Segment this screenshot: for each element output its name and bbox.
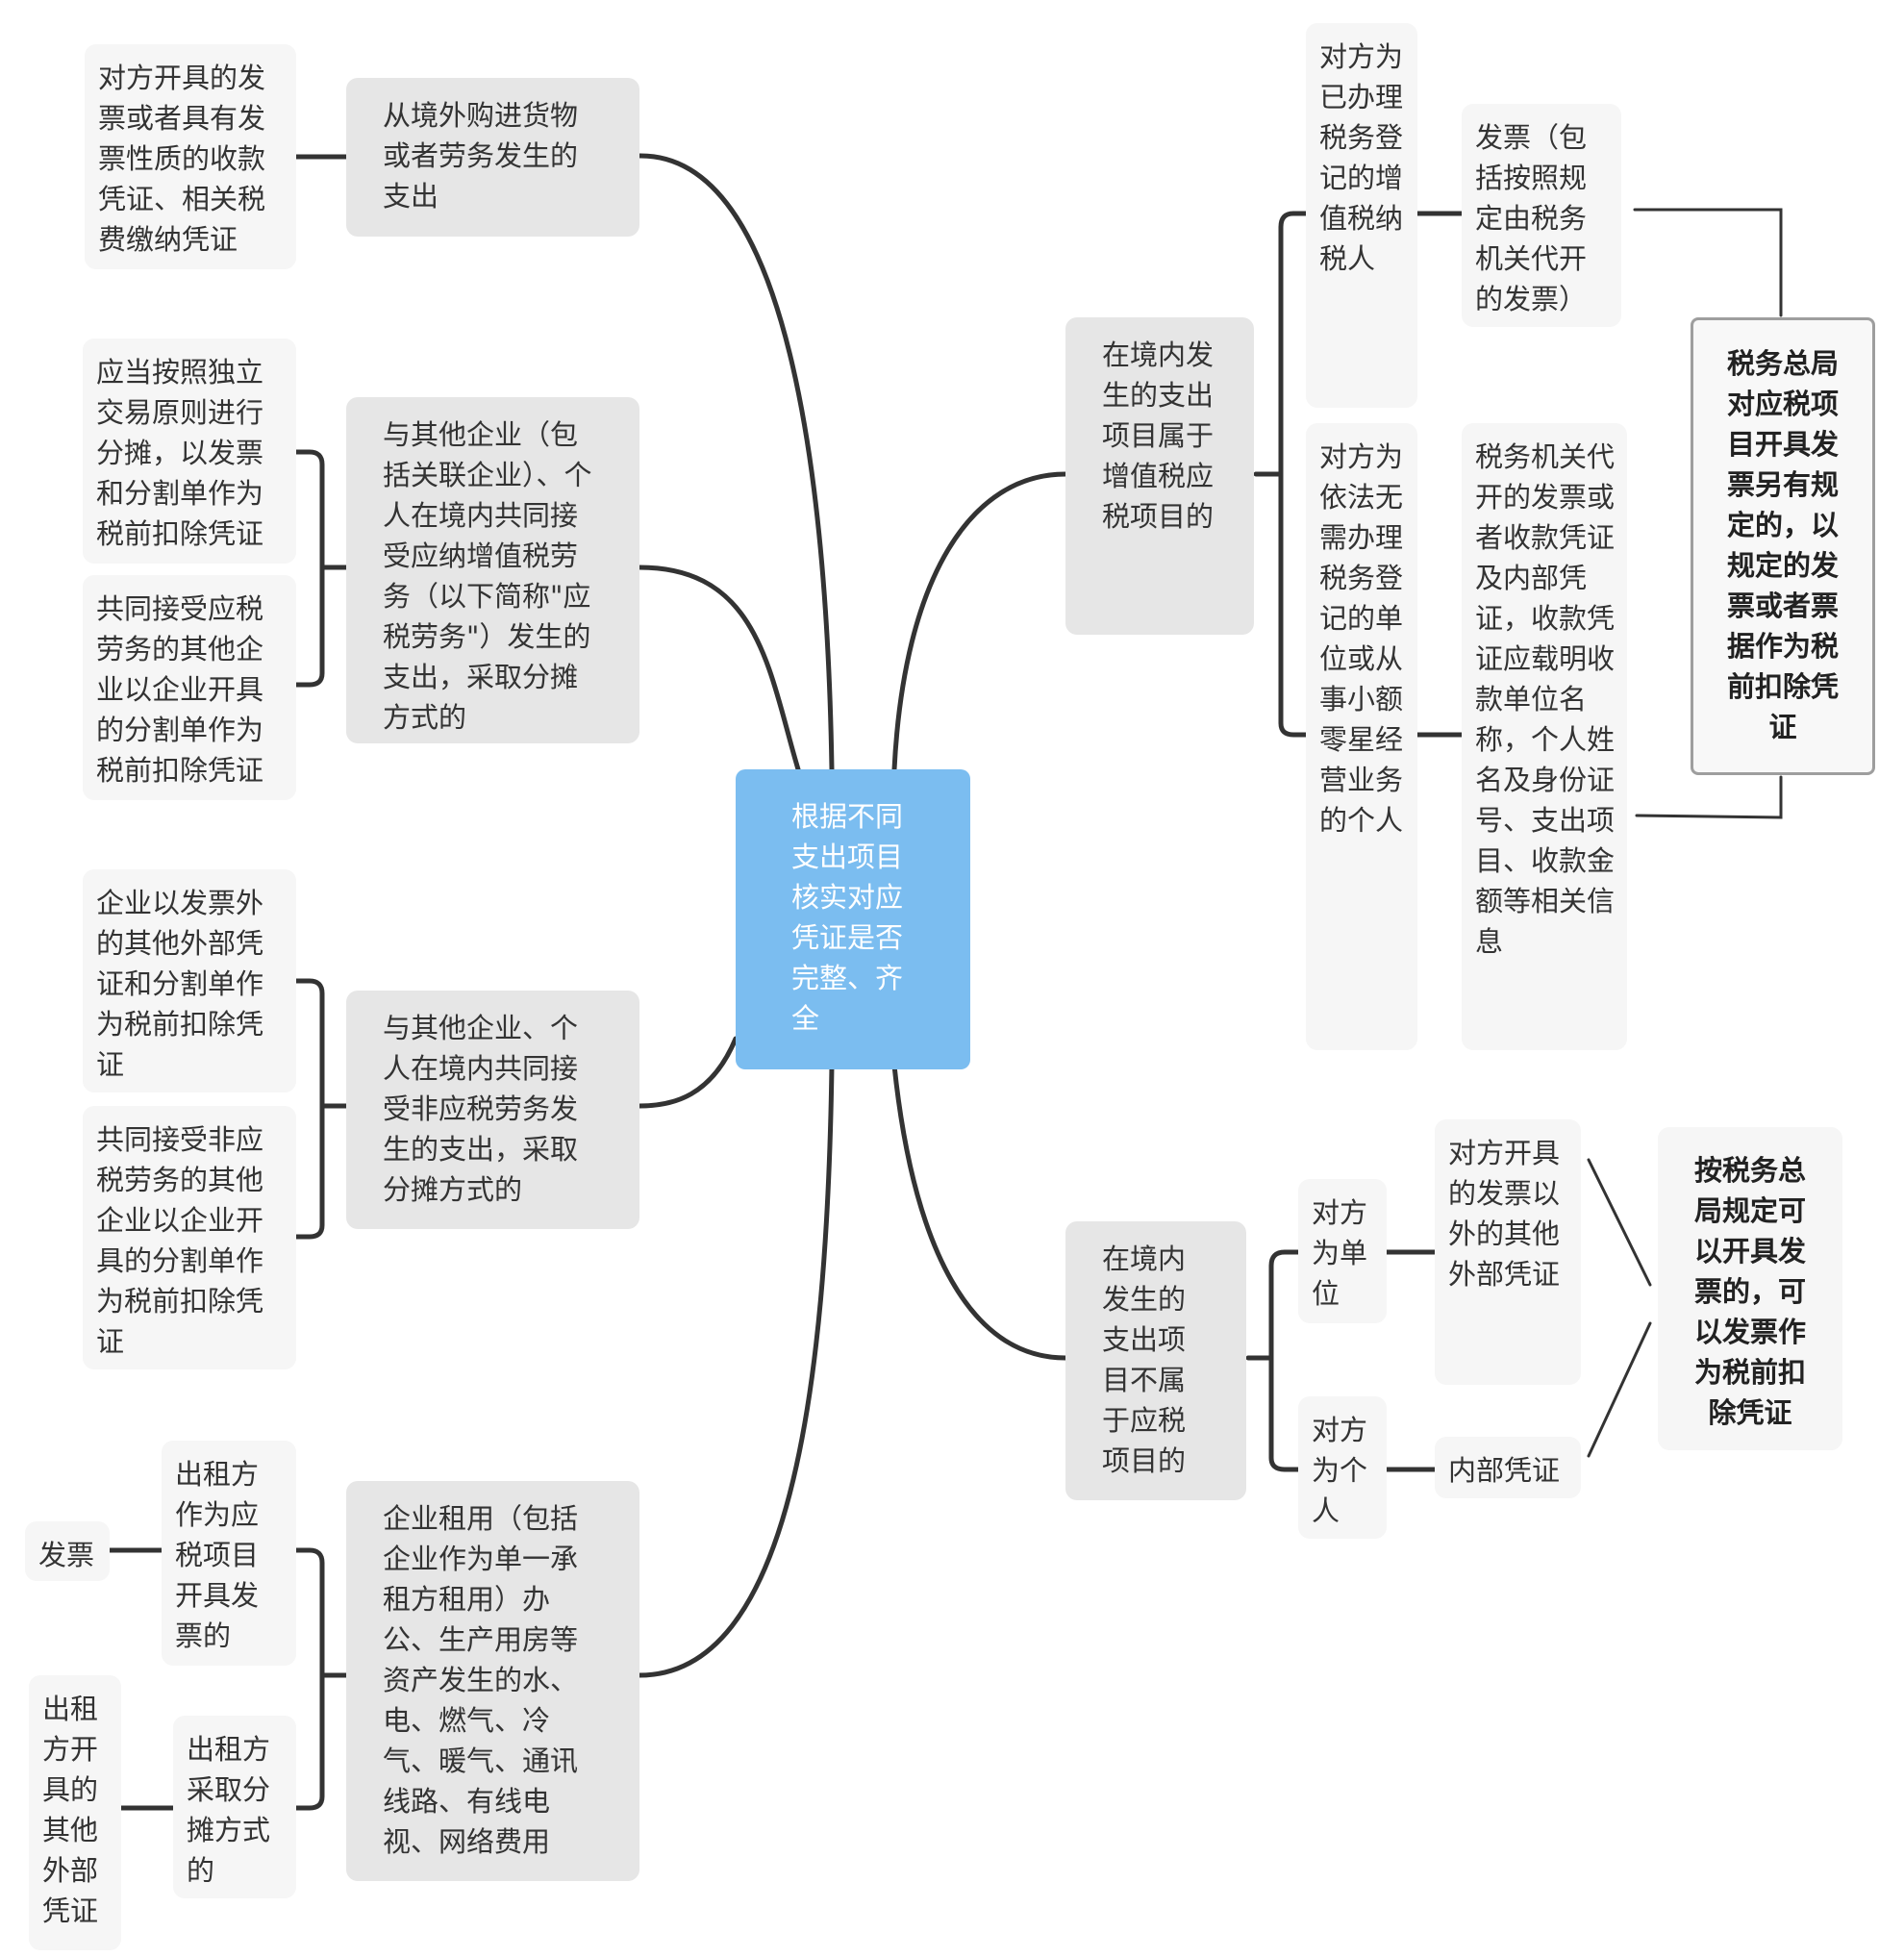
bracket-left-b2 [293, 449, 349, 688]
left-branch-1-leaf-text: 对方开具的发票或者具有发票性质的收款凭证、相关税费缴纳凭证 [98, 62, 266, 256]
link-right-b1-note-top [1633, 208, 1783, 317]
left-branch-1[interactable]: 从境外购进货物或者劳务发生的支出 [346, 78, 639, 237]
right-branch-2-note-text: 按税务总局规定可以开具发票的，可以发票作为税前扣除凭证 [1693, 1154, 1806, 1429]
left-branch-4-sub-1-text: 出租方作为应税项目开具发票的 [175, 1458, 260, 1652]
left-branch-3-leaf-1[interactable]: 企业以发票外的其他外部凭证和分割单作为税前扣除凭证 [83, 869, 296, 1092]
link-right-b2-note-bottom [1587, 1321, 1652, 1458]
left-branch-4-sub-2[interactable]: 出租方采取分摊方式的 [173, 1716, 296, 1898]
bracket-right-b1 [1253, 211, 1309, 738]
left-branch-3[interactable]: 与其他企业、个人在境内共同接受非应税劳务发生的支出，采取分摊方式的 [346, 991, 639, 1229]
link-root-left-b1 [637, 153, 835, 772]
left-branch-4-sub-2-leaf[interactable]: 出租方开具的其他外部凭证 [29, 1675, 121, 1950]
right-branch-2-note[interactable]: 按税务总局规定可以开具发票的，可以发票作为税前扣除凭证 [1658, 1127, 1842, 1450]
left-branch-2-leaf-1-text: 应当按照独立交易原则进行分摊，以发票和分割单作为税前扣除凭证 [96, 356, 264, 550]
right-branch-2-sub-1-leaf-text: 对方开具的发票以外的其他外部凭证 [1448, 1137, 1561, 1291]
left-branch-2[interactable]: 与其他企业（包括关联企业）、个人在境内共同接受应纳增值税劳务（以下简称"应税劳务… [346, 397, 639, 743]
left-branch-4-sub-1-leaf-text: 发票 [38, 1539, 95, 1571]
link-right-b1-note-bottom [1635, 775, 1783, 819]
left-branch-2-leaf-1[interactable]: 应当按照独立交易原则进行分摊，以发票和分割单作为税前扣除凭证 [83, 339, 296, 564]
left-branch-2-leaf-2[interactable]: 共同接受应税劳务的其他企业以企业开具的分割单作为税前扣除凭证 [83, 575, 296, 800]
right-branch-1-sub-1-text: 对方为已办理税务登记的增值税纳税人 [1319, 40, 1404, 275]
left-branch-2-leaf-2-text: 共同接受应税劳务的其他企业以企业开具的分割单作为税前扣除凭证 [96, 592, 264, 787]
left-branch-3-leaf-2[interactable]: 共同接受非应税劳务的其他企业以企业开具的分割单作为税前扣除凭证 [83, 1106, 296, 1369]
right-branch-2-sub-1-leaf[interactable]: 对方开具的发票以外的其他外部凭证 [1435, 1119, 1581, 1385]
left-branch-3-text: 与其他企业、个人在境内共同接受非应税劳务发生的支出，采取分摊方式的 [383, 1012, 579, 1206]
bracket-left-b3 [293, 978, 349, 1240]
right-branch-1-sub-2-leaf-text: 税务机关代开的发票或者收款凭证及内部凭证，收款凭证应载明收款单位名称，个人姓名及… [1475, 440, 1616, 958]
link-root-right-b2 [891, 1063, 1068, 1361]
right-branch-1-sub-2-leaf[interactable]: 税务机关代开的发票或者收款凭证及内部凭证，收款凭证应载明收款单位名称，个人姓名及… [1462, 423, 1627, 1050]
right-branch-2-sub-2-leaf-text: 内部凭证 [1448, 1454, 1561, 1487]
right-branch-1-note-text: 税务总局对应税项目开具发票另有规定的，以规定的发票或者票据作为税前扣除凭证 [1726, 347, 1839, 743]
right-branch-1-note[interactable]: 税务总局对应税项目开具发票另有规定的，以规定的发票或者票据作为税前扣除凭证 [1691, 317, 1875, 775]
left-branch-1-leaf[interactable]: 对方开具的发票或者具有发票性质的收款凭证、相关税费缴纳凭证 [85, 44, 296, 269]
left-branch-2-text: 与其他企业（包括关联企业）、个人在境内共同接受应纳增值税劳务（以下简称"应税劳务… [383, 418, 592, 734]
right-branch-2-sub-1-text: 对方为单位 [1312, 1196, 1368, 1310]
link-root-left-b4 [637, 1063, 835, 1678]
link-root-left-b2 [637, 565, 801, 772]
left-branch-4-sub-1-leaf[interactable]: 发票 [25, 1521, 110, 1581]
left-branch-4-sub-2-text: 出租方采取分摊方式的 [187, 1733, 271, 1887]
right-branch-2-text: 在境内发生的支出项目不属于应税项目的 [1102, 1243, 1187, 1477]
bracket-left-b4 [293, 1547, 349, 1811]
bracket-right-b2 [1245, 1249, 1301, 1472]
link-root-right-b1 [891, 471, 1068, 772]
right-branch-1-sub-1[interactable]: 对方为已办理税务登记的增值税纳税人 [1306, 23, 1417, 408]
link-root-left-b3 [637, 1036, 739, 1109]
right-branch-2-sub-2-text: 对方为个人 [1312, 1414, 1368, 1527]
right-branch-2[interactable]: 在境内发生的支出项目不属于应税项目的 [1065, 1221, 1246, 1500]
right-branch-1-sub-1-leaf[interactable]: 发票（包括按照规定由税务机关代开的发票） [1462, 104, 1621, 327]
right-branch-1-sub-1-leaf-text: 发票（包括按照规定由税务机关代开的发票） [1475, 121, 1588, 315]
link-right-b2-note-top [1587, 1158, 1652, 1287]
right-branch-1-sub-2-text: 对方为依法无需办理税务登记的单位或从事小额零星经营业务的个人 [1319, 440, 1404, 837]
left-branch-4-text: 企业租用（包括企业作为单一承租方租用）办公、生产用房等资产发生的水、电、燃气、冷… [383, 1502, 579, 1858]
left-branch-4-sub-1[interactable]: 出租方作为应税项目开具发票的 [162, 1441, 296, 1666]
left-branch-1-text: 从境外购进货物或者劳务发生的支出 [383, 99, 579, 213]
left-branch-3-leaf-1-text: 企业以发票外的其他外部凭证和分割单作为税前扣除凭证 [96, 887, 264, 1081]
left-branch-4[interactable]: 企业租用（包括企业作为单一承租方租用）办公、生产用房等资产发生的水、电、燃气、冷… [346, 1481, 639, 1881]
right-branch-2-sub-1[interactable]: 对方为单位 [1298, 1179, 1387, 1323]
right-branch-1[interactable]: 在境内发生的支出项目属于增值税应税项目的 [1065, 317, 1254, 635]
right-branch-1-text: 在境内发生的支出项目属于增值税应税项目的 [1102, 339, 1215, 533]
right-branch-2-sub-2[interactable]: 对方为个人 [1298, 1396, 1387, 1539]
root-text: 根据不同支出项目核实对应凭证是否完整、齐全 [791, 800, 904, 1035]
right-branch-1-sub-2[interactable]: 对方为依法无需办理税务登记的单位或从事小额零星经营业务的个人 [1306, 423, 1417, 1050]
left-branch-4-sub-2-leaf-text: 出租方开具的其他外部凭证 [42, 1693, 99, 1927]
right-branch-2-sub-2-leaf[interactable]: 内部凭证 [1435, 1437, 1581, 1498]
root-node[interactable]: 根据不同支出项目核实对应凭证是否完整、齐全 [736, 769, 970, 1069]
left-branch-3-leaf-2-text: 共同接受非应税劳务的其他企业以企业开具的分割单作为税前扣除凭证 [96, 1123, 264, 1358]
